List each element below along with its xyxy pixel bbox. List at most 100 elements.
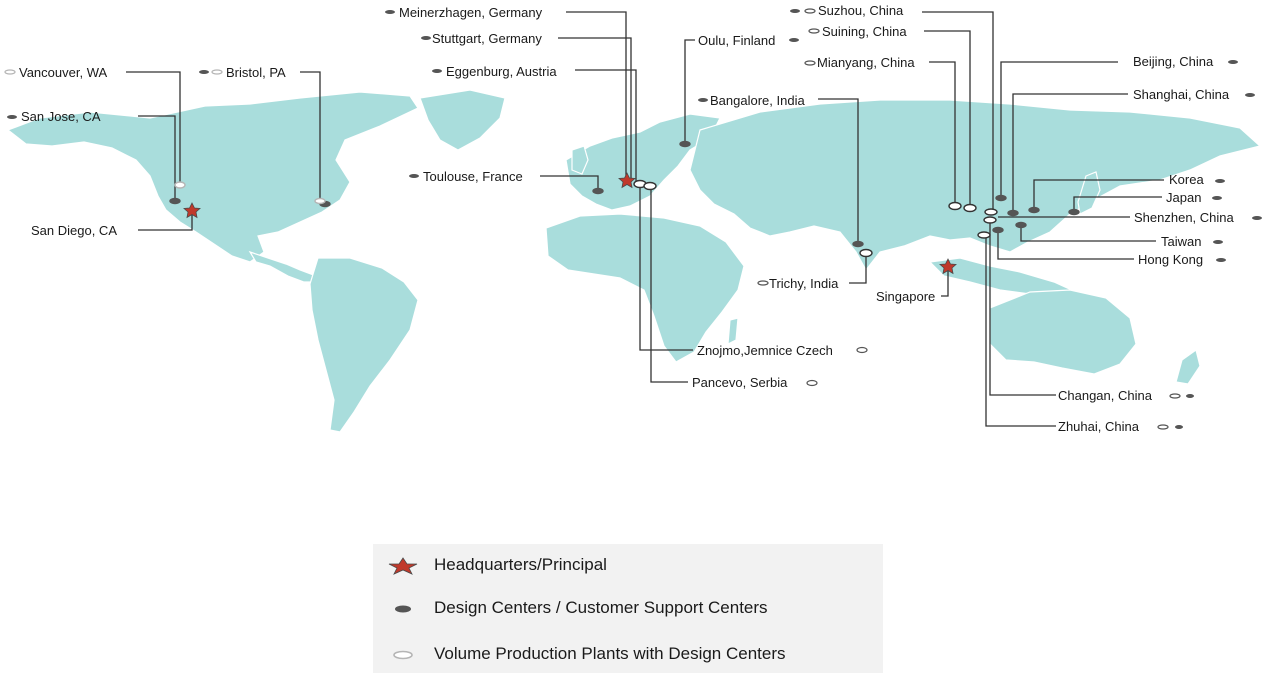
label-marker-znojmo xyxy=(856,346,868,354)
marker-suining[interactable] xyxy=(963,203,977,213)
land-madagascar xyxy=(727,317,739,346)
legend-label-headquarters: Headquarters/Principal xyxy=(434,555,607,574)
land-africa xyxy=(545,213,745,363)
label-marker-hong-kong xyxy=(1216,258,1226,262)
label-changan: Changan, China xyxy=(1058,388,1153,403)
label-toulouse: Toulouse, France xyxy=(423,169,523,184)
label-vancouver: Vancouver, WA xyxy=(19,65,107,80)
marker-taiwan[interactable] xyxy=(1015,221,1027,229)
label-marker-bangalore xyxy=(698,98,708,102)
label-znojmo: Znojmo,Jemnice Czech xyxy=(697,343,833,358)
label-marker-zhuhai-plant xyxy=(1157,424,1169,430)
leader-lines xyxy=(126,11,1164,427)
label-marker-toulouse xyxy=(409,174,419,178)
label-marker-zhuhai-design xyxy=(1175,425,1183,429)
label-marker-oulu xyxy=(789,38,799,42)
label-marker-pancevo xyxy=(806,379,818,387)
land-britain xyxy=(571,145,589,175)
label-beijing: Beijing, China xyxy=(1133,54,1214,69)
marker-oulu[interactable] xyxy=(679,140,691,148)
label-marker-taiwan xyxy=(1213,240,1223,244)
label-marker-bristol-plant xyxy=(211,69,223,75)
label-marker-japan xyxy=(1212,196,1222,200)
legend-row-design: Design Centers / Customer Support Center… xyxy=(373,597,883,621)
label-zhuhai: Zhuhai, China xyxy=(1058,419,1140,434)
label-stuttgart: Stuttgart, Germany xyxy=(432,31,542,46)
design-center-marker-icon xyxy=(395,605,411,613)
label-suzhou: Suzhou, China xyxy=(818,3,904,18)
label-san-diego: San Diego, CA xyxy=(31,223,117,238)
label-trichy: Trichy, India xyxy=(769,276,839,291)
marker-vancouver[interactable] xyxy=(174,181,186,189)
label-marker-beijing xyxy=(1228,60,1238,64)
marker-korea[interactable] xyxy=(1028,206,1040,214)
label-marker-san-jose xyxy=(7,115,17,119)
label-marker-vancouver xyxy=(4,69,16,75)
label-marker-korea xyxy=(1215,179,1225,183)
marker-shanghai[interactable] xyxy=(1007,209,1019,217)
marker-japan[interactable] xyxy=(1068,208,1080,216)
label-shanghai: Shanghai, China xyxy=(1133,87,1230,102)
label-marker-meinerzhagen xyxy=(385,10,395,14)
headquarters-markers xyxy=(183,172,957,275)
label-hong-kong: Hong Kong xyxy=(1138,252,1203,267)
label-marker-mianyang xyxy=(804,60,816,66)
star-icon-san-diego[interactable] xyxy=(183,202,201,219)
land-south-america xyxy=(309,257,419,433)
location-markers xyxy=(169,140,1080,258)
marker-suzhou[interactable] xyxy=(984,208,998,216)
label-singapore: Singapore xyxy=(876,289,935,304)
star-icon-singapore[interactable] xyxy=(939,258,957,275)
land-japan xyxy=(1077,171,1101,215)
label-marker-changan-plant xyxy=(1169,393,1181,399)
world-map: Vancouver, WA Bristol, PA San Jose, CA S… xyxy=(4,3,1262,434)
label-mianyang: Mianyang, China xyxy=(817,55,915,70)
label-korea: Korea xyxy=(1169,172,1204,187)
label-oulu: Oulu, Finland xyxy=(698,33,775,48)
label-marker-eggenburg xyxy=(432,69,442,73)
marker-san-jose[interactable] xyxy=(169,197,181,205)
marker-hong-kong[interactable] xyxy=(992,226,1004,234)
legend: Headquarters/Principal Design Centers / … xyxy=(373,544,883,673)
marker-zhuhai[interactable] xyxy=(977,231,991,239)
land-central-america xyxy=(248,250,322,283)
marker-changan[interactable] xyxy=(983,216,997,224)
label-marker-bristol-design xyxy=(199,70,209,74)
marker-bangalore[interactable] xyxy=(852,240,864,248)
marker-beijing[interactable] xyxy=(995,194,1007,202)
land-australia xyxy=(989,289,1137,375)
land-north-america xyxy=(6,91,419,263)
label-marker-shanghai xyxy=(1245,93,1255,97)
label-marker-changan-design xyxy=(1186,394,1194,398)
marker-trichy[interactable] xyxy=(859,248,873,258)
production-plant-marker-icon xyxy=(393,650,413,660)
land-greenland xyxy=(419,89,506,151)
label-eggenburg: Eggenburg, Austria xyxy=(446,64,557,79)
label-suining: Suining, China xyxy=(822,24,907,39)
label-marker-suzhou-design xyxy=(790,9,800,13)
label-pancevo: Pancevo, Serbia xyxy=(692,375,788,390)
star-icon-meinerzhagen[interactable] xyxy=(618,172,636,189)
marker-mianyang[interactable] xyxy=(948,201,962,211)
label-meinerzhagen: Meinerzhagen, Germany xyxy=(399,5,543,20)
label-san-jose: San Jose, CA xyxy=(21,109,101,124)
labels: Vancouver, WA Bristol, PA San Jose, CA S… xyxy=(4,3,1262,434)
legend-row-headquarters: Headquarters/Principal xyxy=(373,554,883,578)
label-shenzhen: Shenzhen, China xyxy=(1134,210,1235,225)
label-taiwan: Taiwan xyxy=(1161,234,1201,249)
label-marker-suining xyxy=(808,28,820,34)
label-marker-stuttgart xyxy=(421,36,431,40)
label-bristol: Bristol, PA xyxy=(226,65,286,80)
land-asia xyxy=(689,99,1262,272)
label-marker-suzhou-plant xyxy=(804,8,816,14)
legend-label-plant: Volume Production Plants with Design Cen… xyxy=(434,644,786,663)
label-bangalore: Bangalore, India xyxy=(710,93,805,108)
legend-row-plant: Volume Production Plants with Design Cen… xyxy=(373,643,883,667)
land-europe xyxy=(565,113,721,211)
label-marker-trichy xyxy=(757,280,769,286)
label-japan: Japan xyxy=(1166,190,1201,205)
marker-bristol-plant[interactable] xyxy=(314,197,326,205)
marker-pancevo[interactable] xyxy=(643,181,657,191)
marker-toulouse[interactable] xyxy=(592,187,604,195)
landmasses xyxy=(6,89,1262,433)
